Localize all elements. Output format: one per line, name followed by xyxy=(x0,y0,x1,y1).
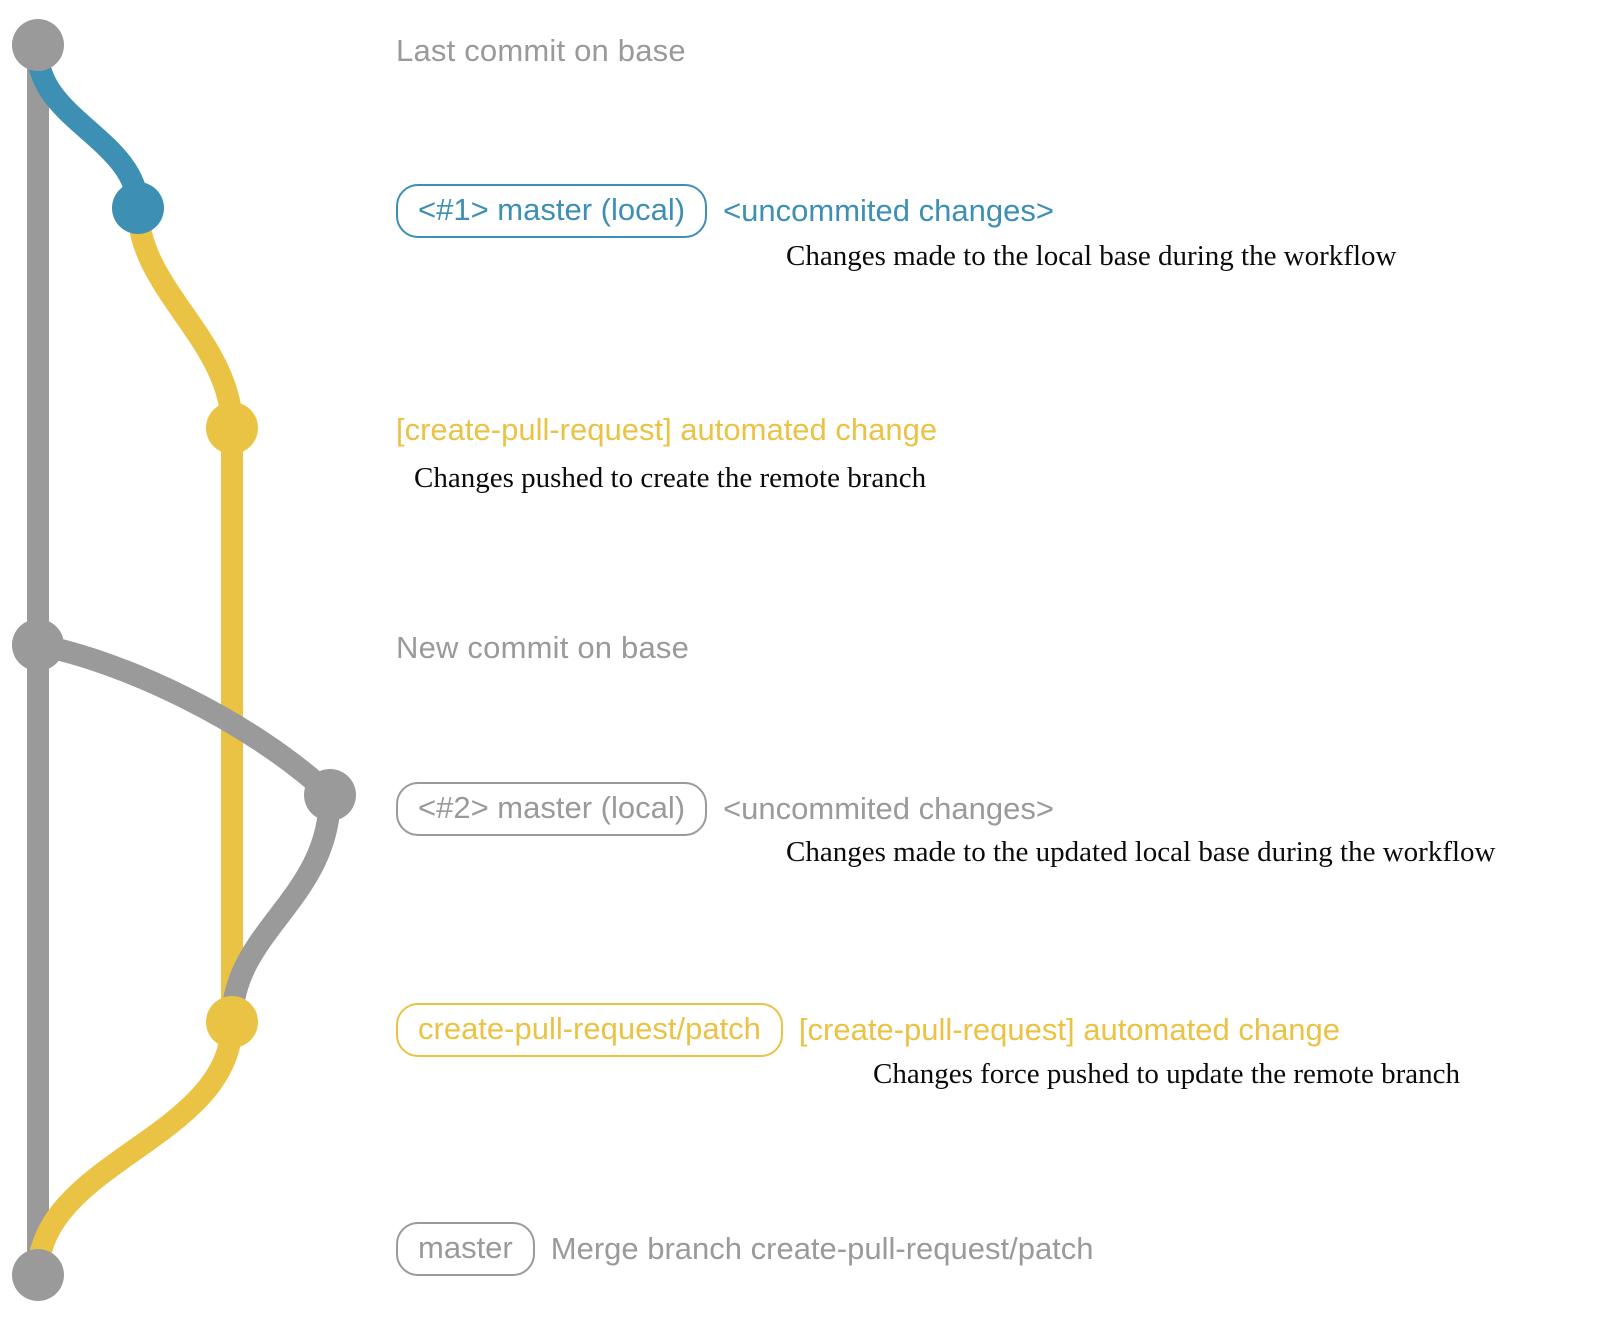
local-branch-2-line xyxy=(27,634,341,806)
local-branch-2-return-line xyxy=(221,784,341,1033)
local-branch-1-line xyxy=(27,41,149,219)
row-master-local-1: <#1> master (local) <uncommited changes> xyxy=(396,184,1054,238)
description-pushed-create-remote-branch: Changes pushed to create the remote bran… xyxy=(414,462,927,494)
remote-branch-line xyxy=(127,197,243,1033)
row-create-pull-request-patch: create-pull-request/patch [create-pull-r… xyxy=(396,1003,1340,1057)
description-local-base-changes: Changes made to the local base during th… xyxy=(786,240,1397,272)
commit-message-automated-change-1: [create-pull-request] automated change xyxy=(396,412,938,447)
commit-node-new-commit-on-base[interactable] xyxy=(12,619,64,671)
new-commit-on-base-label: New commit on base xyxy=(396,630,690,665)
commit-node-master-local-1[interactable] xyxy=(112,182,164,234)
commit-node-last-commit-on-base[interactable] xyxy=(12,19,64,71)
branch-pill-master-local-1[interactable]: <#1> master (local) xyxy=(396,184,708,238)
commit-node-automated-change-2[interactable] xyxy=(206,996,258,1048)
commit-message-uncommited-changes-1: <uncommited changes> xyxy=(723,193,1054,228)
commit-message-automated-change-2: [create-pull-request] automated change xyxy=(798,1012,1341,1047)
branch-pill-master-local-2[interactable]: <#2> master (local) xyxy=(396,782,708,836)
commit-node-merge-master[interactable] xyxy=(12,1249,64,1301)
commit-node-master-local-2[interactable] xyxy=(304,769,356,821)
merge-into-base-line xyxy=(27,1011,243,1286)
row-master-local-2: <#2> master (local) <uncommited changes> xyxy=(396,782,1054,836)
description-force-pushed-update-remote-branch: Changes force pushed to update the remot… xyxy=(873,1058,1461,1090)
row-last-commit-on-base: Last commit on base xyxy=(396,33,686,69)
branch-pill-master[interactable]: master xyxy=(396,1222,535,1276)
row-automated-change-1: [create-pull-request] automated change xyxy=(396,412,937,448)
commit-message-merge-branch: Merge branch create-pull-request/patch xyxy=(550,1231,1094,1266)
commit-node-automated-change-1[interactable] xyxy=(206,402,258,454)
row-new-commit-on-base: New commit on base xyxy=(396,630,689,666)
branch-pill-create-pull-request-patch[interactable]: create-pull-request/patch xyxy=(396,1003,783,1057)
commit-message-uncommited-changes-2: <uncommited changes> xyxy=(723,791,1054,826)
description-updated-local-base-changes: Changes made to the updated local base d… xyxy=(786,836,1496,868)
last-commit-on-base-label: Last commit on base xyxy=(396,33,686,68)
row-merge-master: master Merge branch create-pull-request/… xyxy=(396,1222,1094,1276)
